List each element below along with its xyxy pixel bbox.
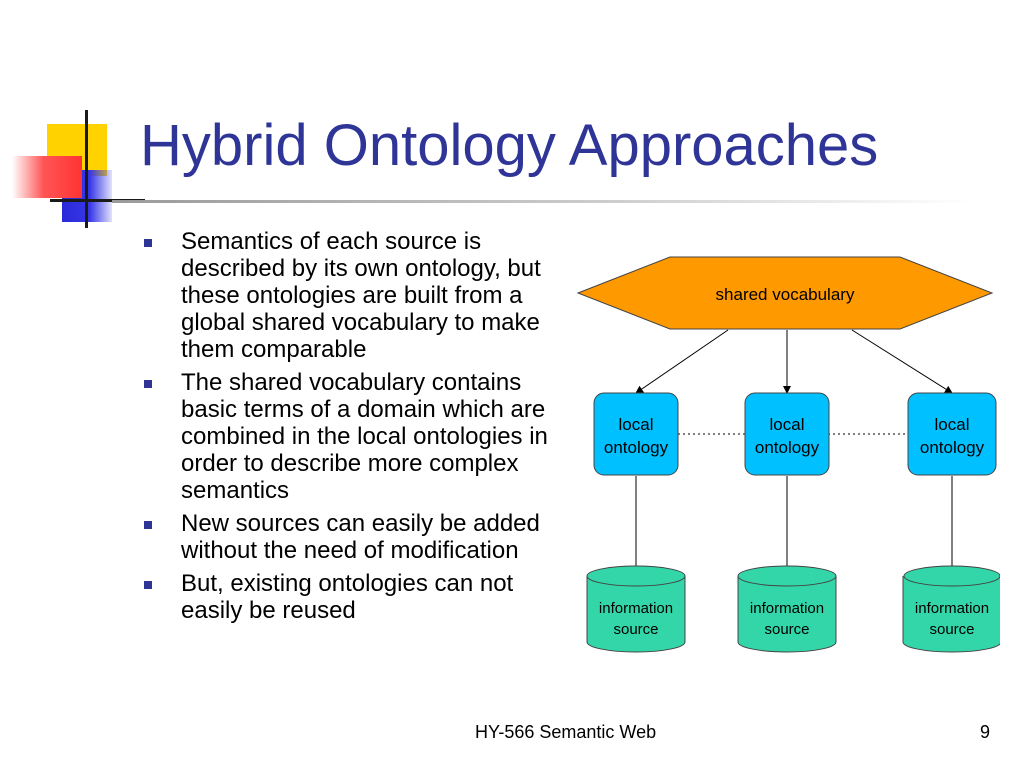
bullet-square-icon [144, 380, 152, 388]
bullet-item: New sources can easily be added without … [140, 510, 555, 564]
shared-vocabulary-node: shared vocabulary [576, 256, 994, 330]
title-underline [112, 200, 972, 203]
hybrid-ontology-diagram: shared vocabulary local ontology local o… [576, 256, 1000, 653]
vocab-to-ontology-arrow [635, 329, 729, 394]
source-label-line2: source [764, 621, 809, 638]
source-label-line1: information [599, 600, 673, 617]
information-source-node: information source [737, 565, 837, 653]
source-label-line1: information [750, 600, 824, 617]
local-ontology-node: local ontology [907, 392, 997, 476]
bullet-text: New sources can easily be added without … [181, 510, 540, 564]
bullet-item: Semantics of each source is described by… [140, 228, 555, 363]
information-source-node: information source [902, 565, 1000, 653]
decor-red-square [12, 156, 82, 198]
source-label-line1: information [915, 600, 989, 617]
ontology-label-line1: local [619, 415, 654, 434]
decor-vertical-line [85, 110, 88, 228]
slide-title: Hybrid Ontology Approaches [140, 113, 879, 178]
bullet-text: But, existing ontologies can not easily … [181, 570, 514, 624]
page-number: 9 [980, 722, 991, 742]
ontology-label-line2: ontology [920, 438, 985, 457]
bullet-square-icon [144, 581, 152, 589]
local-ontology-node: local ontology [744, 392, 830, 476]
source-label-line2: source [613, 621, 658, 638]
ontology-label-line2: ontology [604, 438, 669, 457]
bullet-item: The shared vocabulary contains basic ter… [140, 369, 555, 504]
bullet-list: Semantics of each source is described by… [140, 228, 555, 630]
bullet-square-icon [144, 239, 152, 247]
bullet-square-icon [144, 521, 152, 529]
source-label-line2: source [929, 621, 974, 638]
decor-horizontal-line [50, 199, 145, 202]
local-ontology-node: local ontology [593, 392, 679, 476]
ontology-label-line1: local [770, 415, 805, 434]
bullet-text: Semantics of each source is described by… [181, 228, 541, 363]
footer-course: HY-566 Semantic Web [475, 722, 657, 742]
bullet-item: But, existing ontologies can not easily … [140, 570, 555, 624]
shared-vocabulary-label: shared vocabulary [716, 285, 855, 304]
ontology-label-line1: local [935, 415, 970, 434]
vocab-to-ontology-arrow [851, 329, 953, 394]
information-source-node: information source [586, 565, 686, 653]
ontology-label-line2: ontology [755, 438, 820, 457]
bullet-text: The shared vocabulary contains basic ter… [181, 369, 548, 504]
